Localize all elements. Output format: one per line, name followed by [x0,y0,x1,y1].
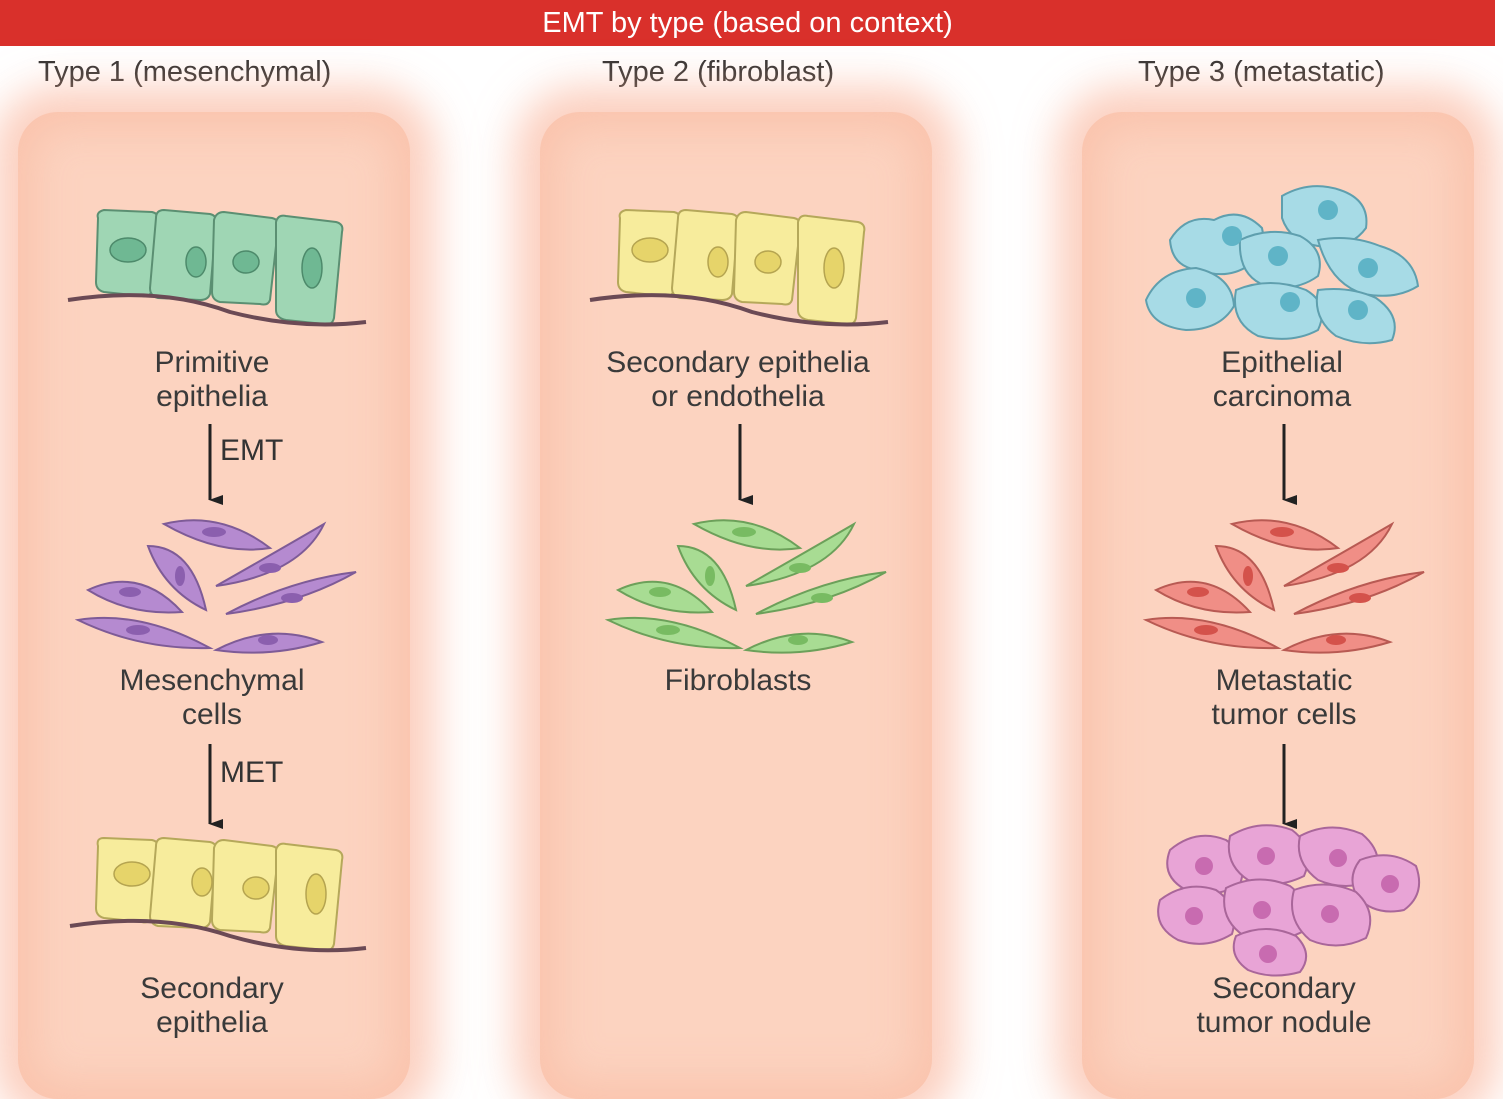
metastatic-tumor-cells-illustration [1142,519,1425,654]
secondary-tumor-nodule-illustration [1157,824,1420,977]
mesenchymal-cells-illustration [74,519,357,654]
fibroblasts-illustration [604,519,887,654]
primitive-epithelia-illustration [67,208,367,327]
fibroblasts-label: Fibroblasts [664,664,812,697]
secondary-epithelia-illustration [69,836,367,953]
title-banner: EMT by type (based on context) [0,0,1495,46]
type-2-title: Type 2 (fibroblast) [602,56,835,88]
epithelial-carcinoma-illustration [1144,185,1420,345]
type-3-title: Type 3 (metastatic) [1138,56,1385,88]
emt-label: EMT [220,434,284,467]
met-label: MET [220,756,284,789]
secondary-epithelia-endothelia-illustration [589,208,889,327]
type-1-title: Type 1 (mesenchymal) [38,56,332,88]
